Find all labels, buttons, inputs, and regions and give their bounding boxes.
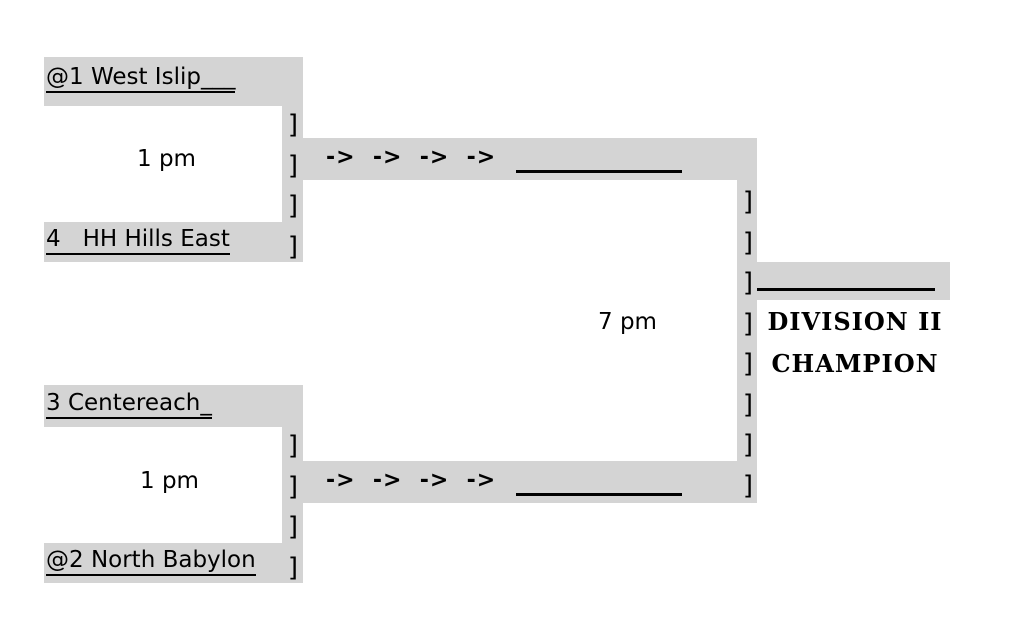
semifinal-top-advance-arrows: -> -> -> -> xyxy=(326,145,497,170)
bracket-glyph: ] xyxy=(742,430,754,460)
champion-title-line-2: CHAMPION xyxy=(771,349,939,378)
final-time: 7 pm xyxy=(598,309,657,335)
champion-slot[interactable] xyxy=(757,288,935,291)
semifinal-bottom-advance-arrows: -> -> -> -> xyxy=(326,468,497,493)
band-semifinal-bottom-upper xyxy=(44,385,303,427)
semifinal-bottom-team-2-label: @2 North Babylon xyxy=(46,549,256,576)
bracket-glyph: ] xyxy=(742,470,754,501)
bracket-glyph: ] xyxy=(287,512,299,542)
bracket-glyph: ] xyxy=(742,389,754,420)
band-semifinal-top-upper xyxy=(44,57,303,106)
bracket-glyph: ] xyxy=(742,268,754,298)
band-advance-bottom xyxy=(303,461,757,503)
bracket-glyph: ] xyxy=(287,471,299,502)
semifinal-top-team-2-label: 4 HH Hills East xyxy=(46,228,230,255)
semifinal-top-team-2-row[interactable]: 4 HH Hills East xyxy=(46,228,230,255)
band-semifinal-bottom-column xyxy=(282,427,303,546)
semifinal-top-winner-slot[interactable] xyxy=(516,170,682,173)
band-advance-top xyxy=(303,138,757,180)
semifinal-top-time: 1 pm xyxy=(137,146,196,172)
band-semifinal-bottom-lower xyxy=(44,543,303,583)
semifinal-top-team-1-row[interactable]: @1 West Islip___ xyxy=(46,66,236,93)
semifinal-top-team-1-label: @1 West Islip___ xyxy=(46,66,236,93)
semifinal-bottom-team-1-label: 3 Centereach_ xyxy=(46,392,212,419)
semifinal-bottom-time: 1 pm xyxy=(140,468,199,494)
bracket-glyph: ] xyxy=(287,431,299,461)
semifinal-bottom-winner-slot[interactable] xyxy=(516,493,682,496)
semifinal-bottom-team-2-row[interactable]: @2 North Babylon xyxy=(46,549,256,576)
bracket-glyph: ] xyxy=(287,150,299,181)
bracket-glyph: ] xyxy=(742,308,754,339)
bracket-glyph: ] xyxy=(287,231,299,262)
champion-title-line-1: DIVISION II xyxy=(767,307,943,336)
bracket-glyph: ] xyxy=(742,187,754,217)
bracket-glyph: ] xyxy=(742,227,754,258)
semifinal-top-bracket-column: ] ] ] ] xyxy=(284,105,302,267)
bracket-glyph: ] xyxy=(287,110,299,140)
bracket-glyph: ] xyxy=(287,552,299,583)
band-final-column xyxy=(737,180,757,502)
semifinal-bottom-team-1-row[interactable]: 3 Centereach_ xyxy=(46,392,212,419)
final-bracket-column: ] ] ] ] ] ] ] ] xyxy=(739,182,757,506)
bracket-glyph: ] xyxy=(287,191,299,221)
band-champion xyxy=(757,262,950,300)
band-semifinal-top-column xyxy=(282,106,303,225)
semifinal-bottom-bracket-column: ] ] ] ] xyxy=(284,426,302,588)
band-semifinal-top-lower xyxy=(44,222,303,262)
bracket-glyph: ] xyxy=(742,349,754,379)
